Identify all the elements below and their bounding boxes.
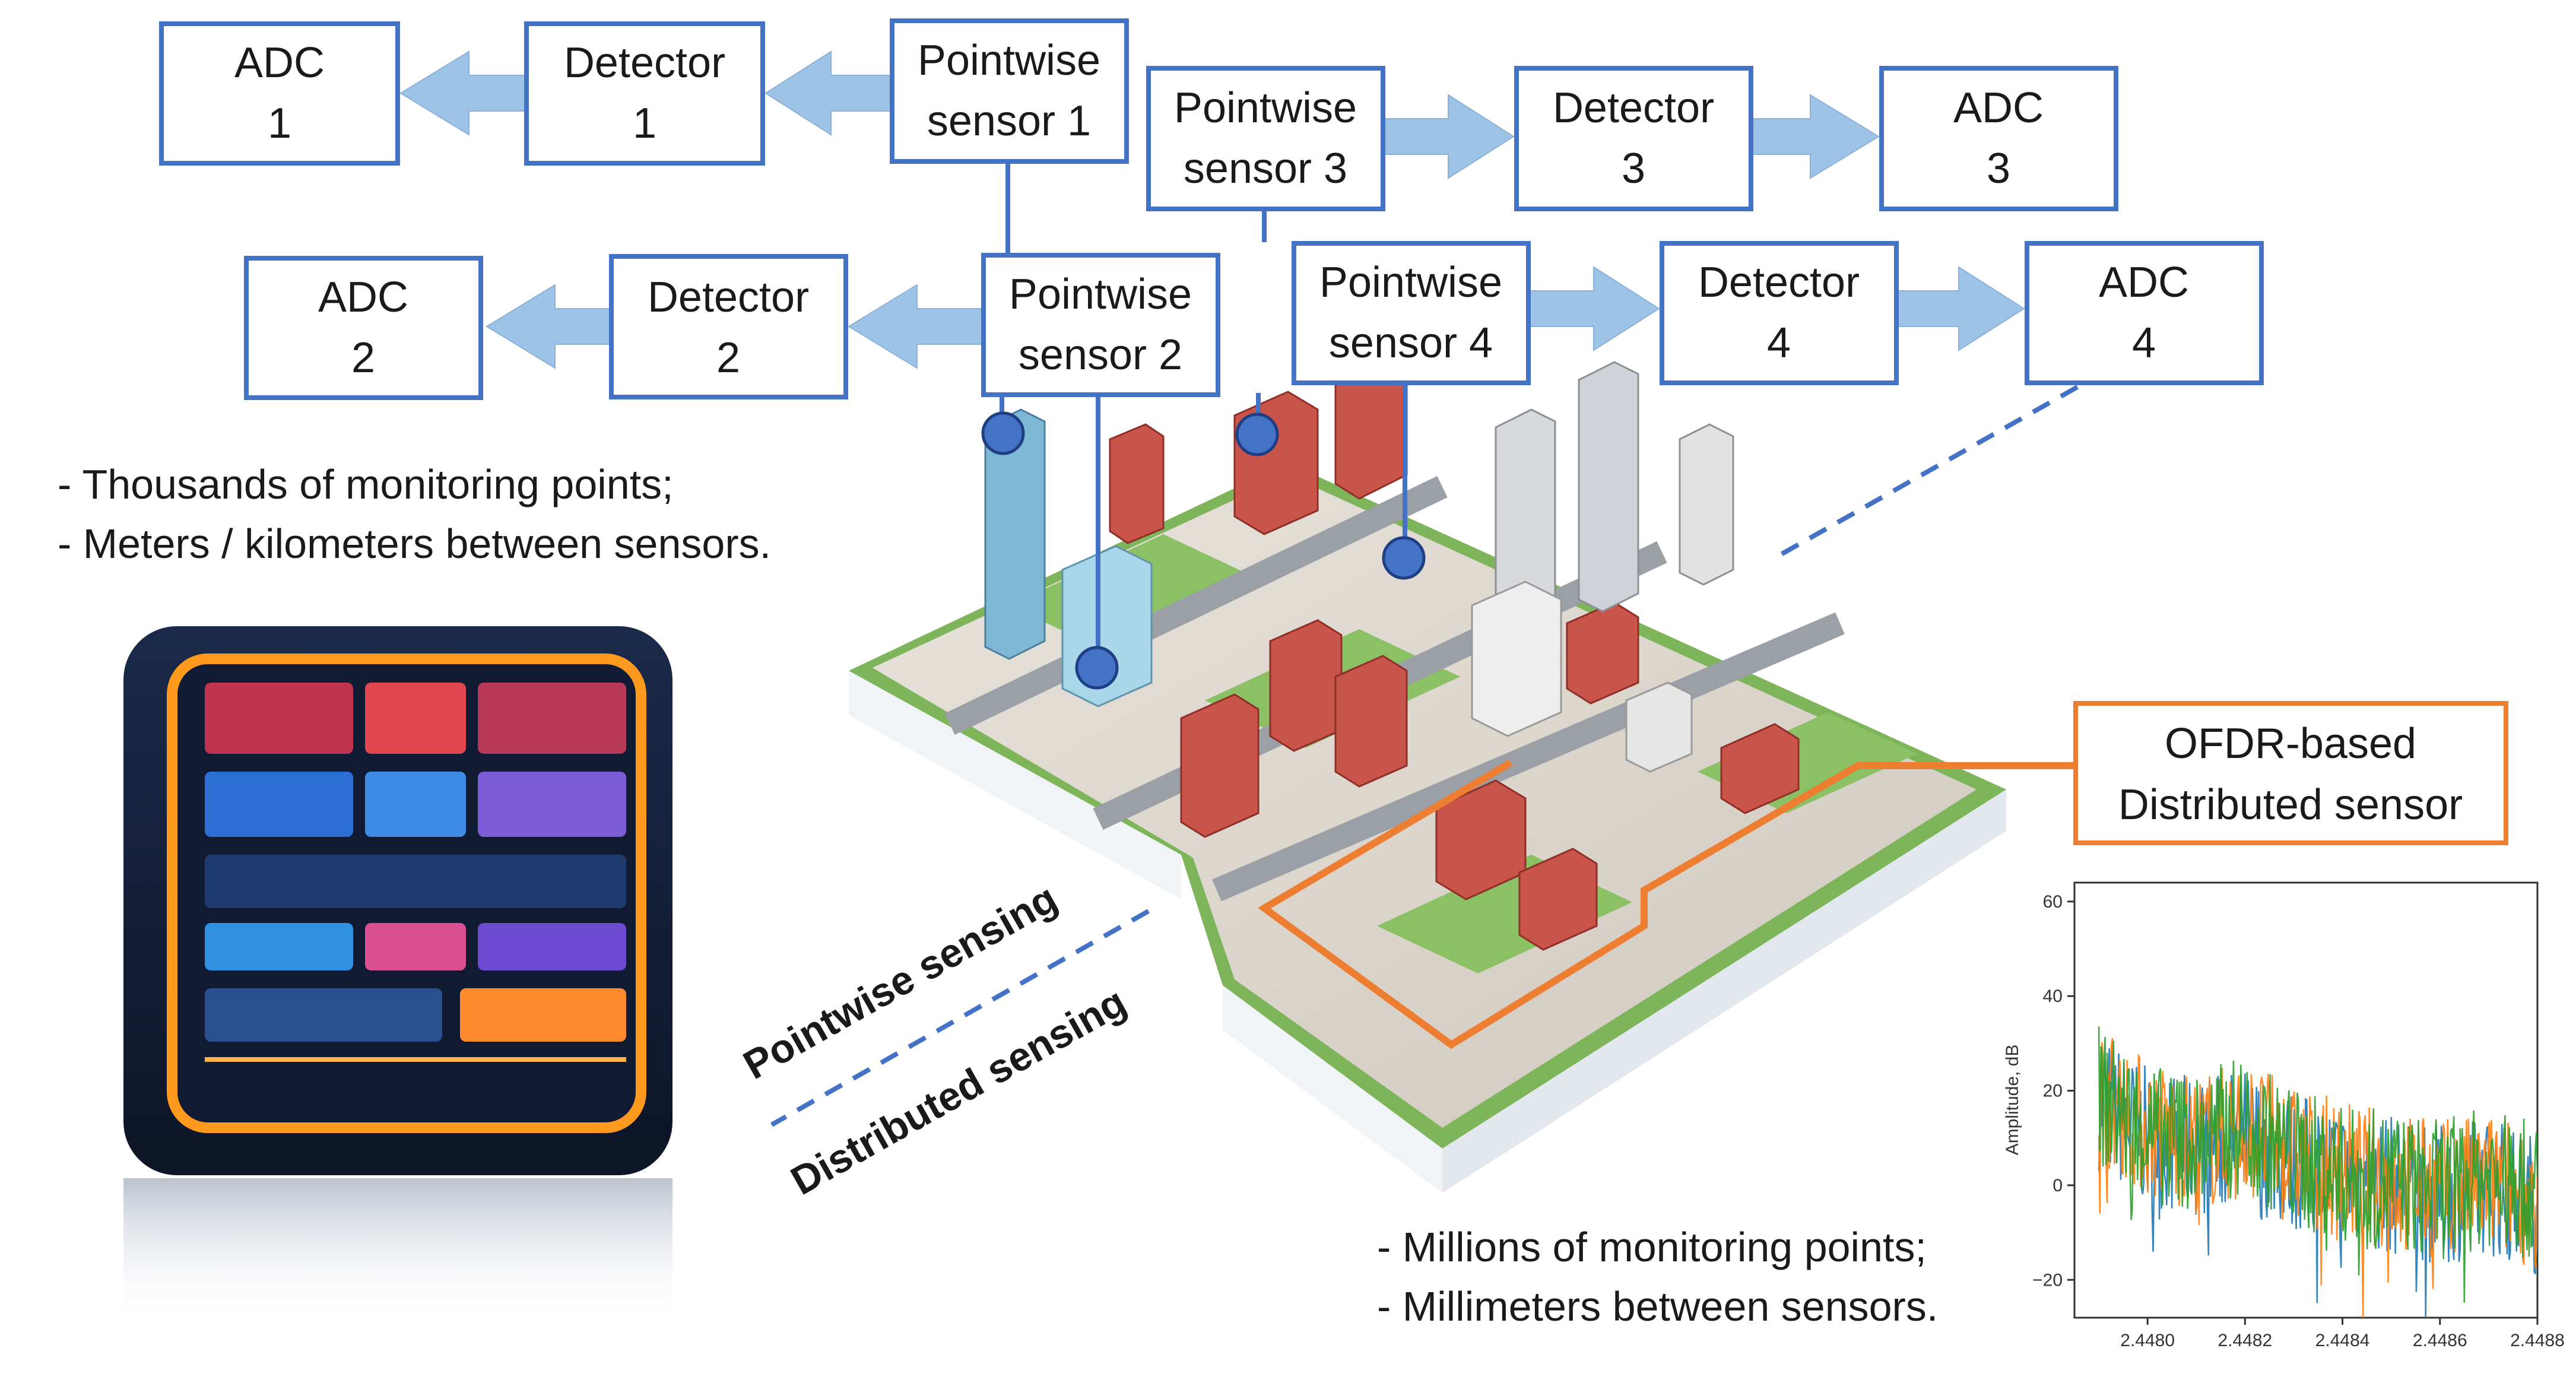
box-detector1 (524, 21, 765, 166)
sensor2-label-line1: Pointwise (1009, 271, 1192, 318)
adc3-label-line2: 3 (1987, 145, 2010, 192)
pointwise-note-1: - Thousands of monitoring points; (58, 461, 674, 507)
detector3-label-line1: Detector (1553, 84, 1714, 132)
y-tick-label: 40 (2043, 986, 2063, 1006)
box-detector4 (1660, 241, 1899, 385)
adc1-label-line1: ADC (234, 39, 325, 87)
y-tick-label: −20 (2032, 1270, 2063, 1290)
box-sensor1 (890, 18, 1129, 164)
sensing-divider-dashed (770, 909, 1150, 1127)
sensor1-label-line1: Pointwise (918, 37, 1100, 84)
adc4-dashed-link (1774, 385, 2079, 560)
x-tick-label: 2.4484 (2315, 1331, 2370, 1350)
sensor3-label-line1: Pointwise (1174, 84, 1357, 132)
detector4-label-line1: Detector (1698, 259, 1860, 306)
arrow-sensor3-detector3 (1382, 94, 1515, 179)
y-tick-label: 60 (2043, 892, 2063, 912)
city-illustration (849, 355, 2006, 1193)
distributed-note-1: - Millions of monitoring points; (1377, 1224, 1927, 1270)
sensor4-label-line2: sensor 4 (1329, 319, 1493, 367)
sensor1-point (981, 411, 1025, 455)
x-tick-label: 2.4482 (2217, 1331, 2272, 1350)
chart-ylabel: Amplitude, dB (2003, 1045, 2022, 1156)
sensor2-label-line2: sensor 2 (1019, 331, 1182, 379)
sensor3-point (1235, 413, 1279, 456)
detector1-label-line2: 1 (633, 100, 656, 147)
adc2-label-line2: 2 (351, 334, 375, 382)
ofdr-label-line1: OFDR-based (2165, 720, 2416, 767)
arrow-detector4-adc4 (1896, 266, 2025, 351)
sensor3-label-line2: sensor 3 (1184, 145, 1347, 192)
x-tick-label: 2.4480 (2120, 1331, 2175, 1350)
box-sensor2 (981, 253, 1220, 397)
arrow-sensor4-detector4 (1528, 266, 1660, 351)
detector4-label-line2: 4 (1767, 319, 1791, 367)
distributed-note-2: - Millimeters between sensors. (1377, 1283, 1938, 1330)
box-adc2 (244, 256, 483, 400)
box-sensor3 (1146, 66, 1385, 211)
detector1-label-line1: Detector (564, 39, 725, 87)
ofdr-label-line2: Distributed sensor (2118, 781, 2463, 829)
adc4-label-line2: 4 (2132, 319, 2156, 367)
series-line-3 (2098, 1026, 2537, 1303)
adc4-label-line1: ADC (2099, 259, 2189, 306)
y-tick-label: 0 (2052, 1176, 2063, 1195)
adc3-label-line1: ADC (1953, 84, 2044, 132)
ofdr-fiber-route (1258, 759, 2074, 1049)
y-tick-label: 20 (2043, 1081, 2063, 1101)
sensor4-label-line1: Pointwise (1319, 259, 1502, 306)
monitor-illustration (123, 626, 672, 1327)
pointwise-note-2: - Meters / kilometers between sensors. (58, 521, 771, 567)
box-adc1 (159, 21, 400, 166)
spectrum-chart: 2.4480 2.4482 2.4484 2.4486 2.4488 −20 0 20 40 60… (2003, 881, 2565, 1350)
arrow-detector1-adc1 (399, 50, 526, 136)
box-ofdr (2073, 701, 2508, 845)
box-sensor4 (1292, 241, 1531, 385)
sensor4-point (1382, 536, 1426, 580)
box-detector2 (609, 254, 848, 399)
arrow-detector2-adc2 (486, 284, 612, 369)
box-adc4 (2025, 241, 2264, 385)
detector2-label-line2: 2 (716, 334, 740, 382)
detector3-label-line2: 3 (1622, 145, 1645, 192)
adc2-label-line1: ADC (318, 274, 408, 321)
box-adc3 (1879, 66, 2118, 211)
arrow-detector3-adc3 (1750, 94, 1880, 179)
detector2-label-line1: Detector (648, 274, 809, 321)
sensor1-label-line2: sensor 1 (927, 97, 1091, 145)
sensor2-point (1075, 646, 1119, 690)
adc1-label-line2: 1 (268, 100, 291, 147)
arrow-sensor2-detector2 (848, 284, 983, 369)
x-tick-label: 2.4486 (2413, 1331, 2467, 1350)
x-tick-label: 2.4488 (2510, 1331, 2565, 1350)
arrow-sensor1-detector1 (764, 50, 891, 136)
box-detector3 (1514, 66, 1753, 211)
